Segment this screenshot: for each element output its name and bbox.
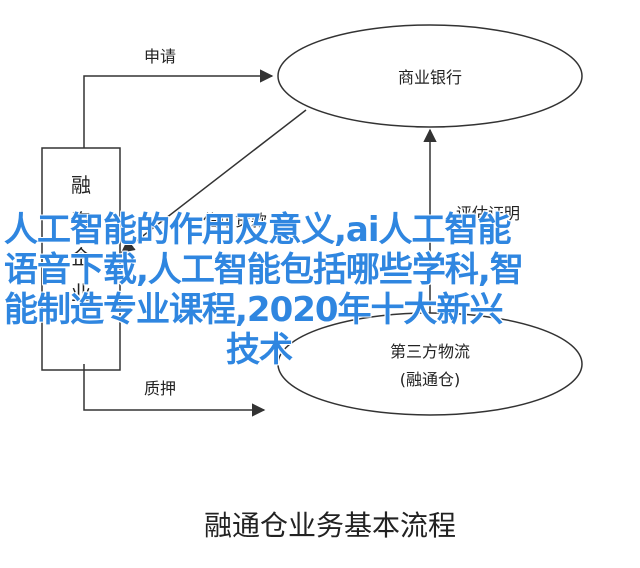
enterprise-label-char: 企: [71, 245, 91, 269]
enterprise-label-char: 资: [71, 209, 91, 233]
apply-label: 申请: [144, 47, 176, 66]
overlay-line-2: 语音下载,人工智能包括哪些学科,智: [4, 250, 524, 290]
pledge-arrow: [83, 364, 266, 417]
overlay-line-1: 人工智能的作用及意义,ai人工智能: [4, 210, 512, 250]
loan-arrow: [120, 109, 307, 253]
diagram-caption: 融通仓业务基本流程: [204, 509, 456, 542]
overlay-line-4: 技术: [226, 330, 293, 370]
bank-label: 商业银行: [398, 68, 462, 87]
loan-label: 信用贷款: [203, 211, 267, 230]
enterprise-label-char: 融: [71, 173, 91, 197]
overlay-line-3: 能制造专业课程,2020年十大新兴: [4, 290, 504, 330]
bank-ellipse: [277, 24, 583, 128]
enterprise-label: 融资企业: [71, 173, 91, 305]
enterprise-box: [41, 147, 121, 371]
logistics-sublabel: (融通仓): [400, 370, 461, 389]
logistics-label: 第三方物流: [390, 342, 470, 361]
apply-arrow: [83, 69, 274, 148]
enterprise-label-char: 业: [71, 281, 91, 305]
evaluate-label: 评估证明: [456, 204, 520, 223]
pledge-label: 质押: [144, 379, 176, 398]
watermark-overlay-text: 人工智能的作用及意义,ai人工智能 语音下载,人工智能包括哪些学科,智 能制造专…: [4, 210, 604, 370]
